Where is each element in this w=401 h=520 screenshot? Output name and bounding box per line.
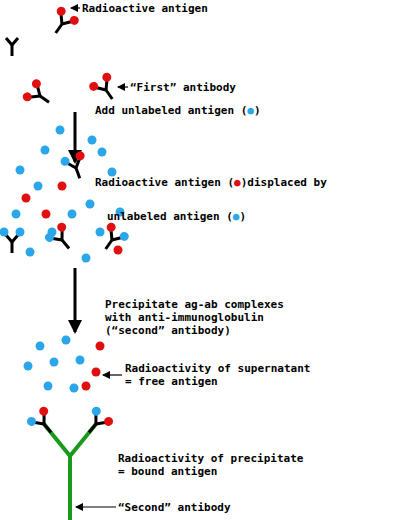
antibody — [43, 221, 79, 257]
antigen-dots — [82, 342, 105, 391]
annotation-label: Add unlabeled antigen (●) — [95, 104, 345, 117]
antibody — [59, 150, 91, 183]
antibody — [45, 5, 80, 40]
annotation-label: Radioactive antigen — [82, 2, 282, 15]
antigen-dots — [24, 336, 85, 393]
antibody — [6, 38, 18, 56]
pointer-arrow — [76, 506, 116, 507]
antibody — [87, 71, 122, 106]
annotation-label: unlabeled antigen (●) — [107, 210, 357, 223]
annotation-label: Radioactivity of precipitate = bound ant… — [118, 452, 310, 478]
pointer-arrow — [118, 86, 128, 87]
antibody — [79, 405, 115, 441]
pointer-arrow — [71, 7, 80, 8]
antibody — [95, 221, 130, 256]
antibody — [21, 77, 56, 112]
annotation-label: Precipitate ag-ab complexes with anti-im… — [105, 298, 295, 337]
antibody — [0, 228, 25, 254]
annotation-label: “First” antibody — [130, 81, 330, 94]
step-arrow — [74, 268, 77, 332]
pointer-arrow — [103, 374, 122, 375]
annotation-label: “Second” antibody — [118, 501, 318, 514]
annotation-label: Radioactive antigen (●)displaced by — [95, 176, 385, 189]
antibody — [25, 405, 61, 441]
antigen-dots — [12, 126, 125, 263]
annotation-label: Radioactivity of supernatant = free anti… — [125, 362, 317, 388]
second-antibody — [44, 424, 96, 520]
